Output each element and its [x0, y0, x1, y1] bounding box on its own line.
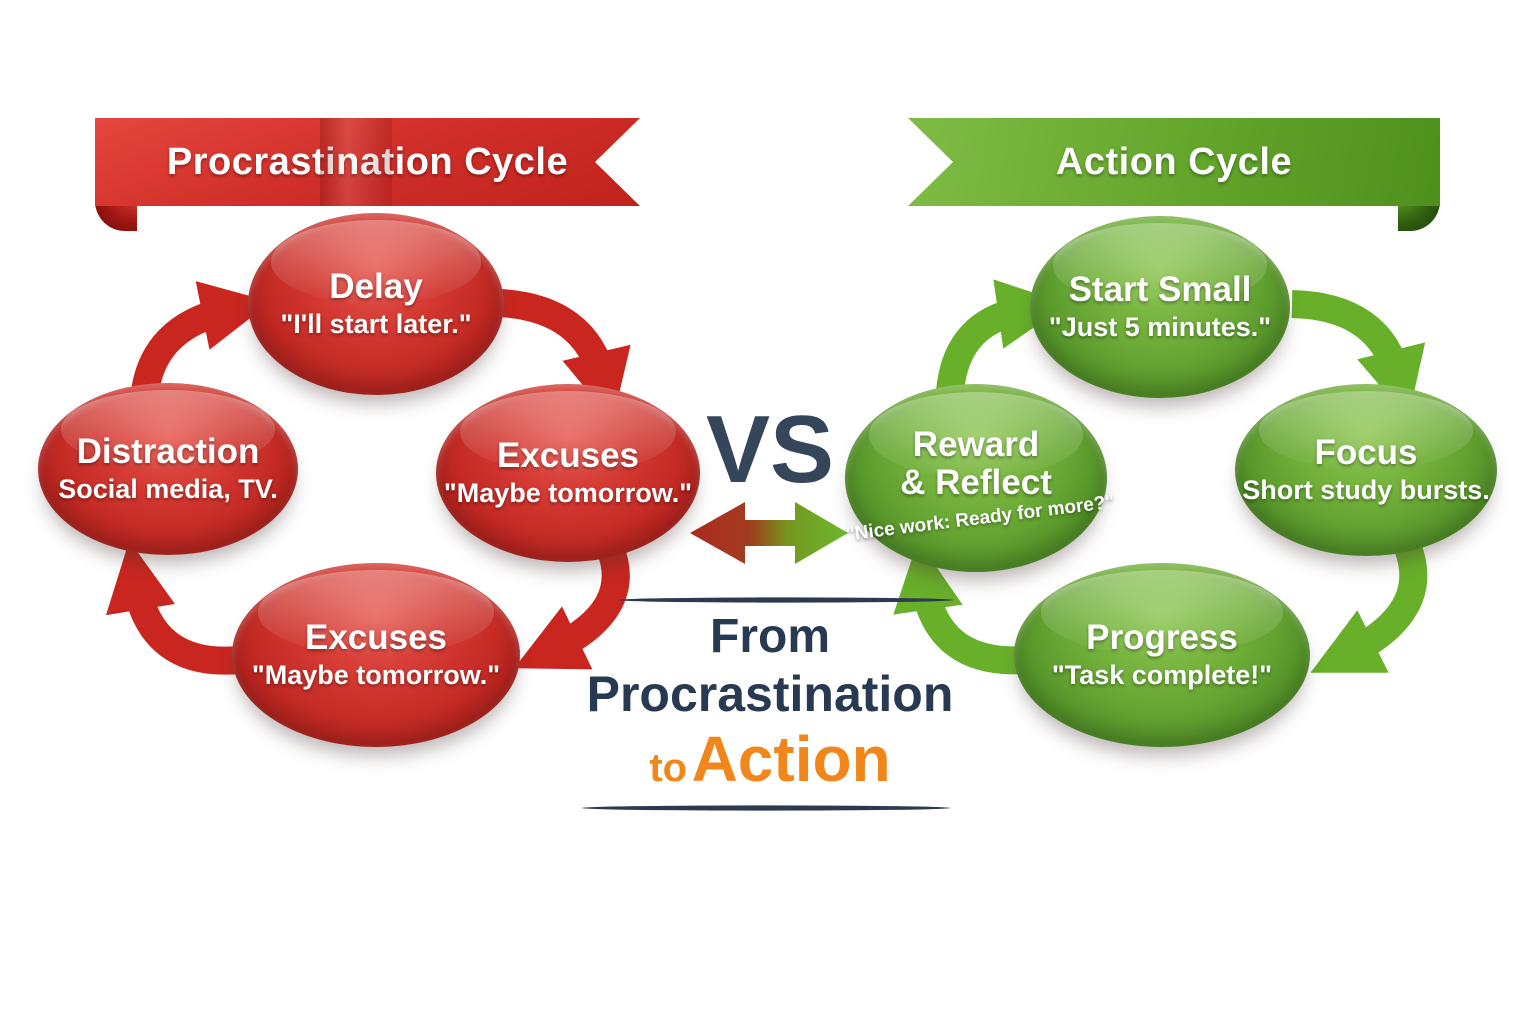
node-subtitle: "Task complete!"	[1051, 660, 1273, 691]
node-subtitle: Social media, TV.	[58, 474, 278, 505]
procrastination-banner: Procrastination Cycle	[95, 118, 640, 206]
caption-to-action: to Action	[553, 722, 987, 795]
vs-label: VS	[705, 396, 835, 503]
node-start-small: Start Small "Just 5 minutes."	[1030, 216, 1290, 398]
caption-from: From	[710, 610, 830, 663]
divider-bottom	[582, 805, 950, 811]
node-reward-reflect: Reward & Reflect "Nice work: Ready for m…	[845, 384, 1116, 572]
divider-top	[618, 597, 954, 603]
ribbon-fold	[320, 118, 392, 206]
node-title: Delay	[329, 266, 423, 306]
action-banner: Action Cycle	[908, 118, 1440, 206]
node-progress: Progress "Task complete!"	[1014, 563, 1310, 747]
caption: From Procrastination to Action	[553, 610, 987, 793]
node-subtitle: Short study bursts.	[1242, 475, 1490, 506]
red-green-double-arrow	[690, 502, 848, 564]
node-title: Reward & Reflect	[900, 425, 1052, 502]
arrow-excuses-to-excuses	[514, 542, 630, 670]
arrow-reward-to-startsmall	[936, 279, 1068, 394]
node-distraction: Distraction Social media, TV.	[38, 383, 298, 555]
node-title: Start Small	[1068, 269, 1252, 309]
node-subtitle: "I'll start later."	[280, 309, 472, 340]
node-delay: Delay "I'll start later."	[248, 213, 504, 395]
node-excuses-bottom: Excuses "Maybe tomorrow."	[232, 563, 520, 747]
arrow-startsmall-to-focus	[1291, 290, 1426, 419]
caption-action: Action	[691, 722, 891, 795]
caption-procrastination: Procrastination	[586, 665, 954, 722]
action-banner-label: Action Cycle	[1055, 140, 1293, 183]
node-title: Excuses	[496, 435, 640, 475]
arrow-excuses-to-distraction	[105, 540, 242, 675]
node-subtitle: "Just 5 minutes."	[1048, 312, 1272, 343]
node-subtitle: "Maybe tomorrow."	[443, 478, 693, 509]
procrastination-banner-label: Procrastination Cycle	[166, 140, 569, 183]
arrow-focus-to-progress	[1310, 543, 1428, 673]
node-title: Focus	[1314, 432, 1418, 472]
node-title: Progress	[1086, 617, 1238, 657]
arrow-delay-to-excuses	[498, 289, 631, 421]
node-focus: Focus Short study bursts.	[1235, 384, 1497, 556]
node-title: Distraction	[76, 431, 260, 471]
caption-to: to	[649, 745, 688, 790]
node-title: Excuses	[304, 617, 448, 657]
node-subtitle: "Maybe tomorrow."	[251, 660, 501, 691]
